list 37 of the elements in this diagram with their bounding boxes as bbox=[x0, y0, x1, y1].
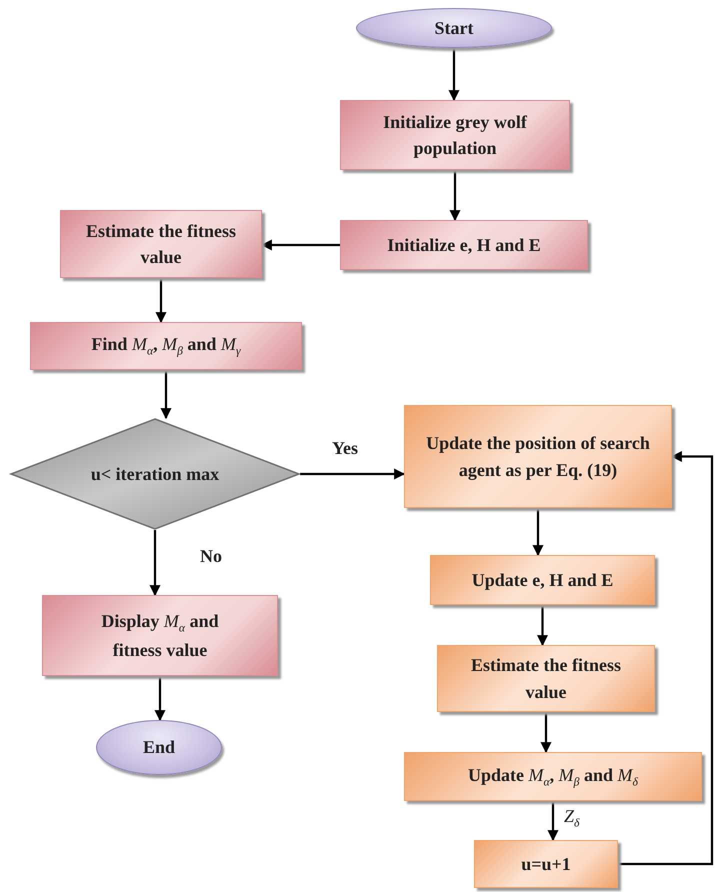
arrow bbox=[540, 712, 552, 754]
node-label: Estimate the fitness value bbox=[470, 654, 622, 704]
arrow bbox=[548, 801, 558, 842]
node-label: Initialize e, H and E bbox=[386, 234, 542, 257]
node-label: Initialize grey wolf population bbox=[382, 110, 528, 160]
process-box bbox=[474, 840, 618, 888]
process-box bbox=[404, 405, 672, 508]
process-box bbox=[42, 595, 278, 676]
arrow bbox=[160, 370, 172, 420]
node-label: Display M$_{α}$ and fitness value bbox=[100, 610, 220, 662]
process-box bbox=[340, 220, 588, 270]
arrow bbox=[450, 170, 460, 222]
process-box bbox=[340, 100, 570, 170]
node-label: Find M$_{α}$, M$_{β}$ and M$_{γ}$ bbox=[90, 333, 242, 360]
arrow bbox=[448, 48, 460, 102]
node-label: Update M$_{α}$, M$_{β}$ and M$_{δ}$ bbox=[467, 764, 639, 790]
process-box bbox=[404, 752, 702, 801]
node-label: Start bbox=[434, 16, 474, 40]
arrow bbox=[618, 451, 714, 866]
process-box bbox=[430, 555, 655, 605]
arrow bbox=[154, 676, 166, 722]
arrow bbox=[260, 240, 340, 250]
process-box bbox=[60, 210, 262, 278]
node-label: u=u+1 bbox=[520, 852, 572, 876]
decision-diamond bbox=[10, 418, 300, 530]
arrow bbox=[300, 468, 406, 480]
arrow bbox=[150, 530, 160, 596]
node-label: Estimate the fitness value bbox=[85, 220, 237, 269]
node-label: Update e, H and E bbox=[470, 568, 614, 592]
arrow bbox=[537, 605, 548, 646]
node-label: u< iteration max bbox=[90, 462, 220, 486]
arrow bbox=[532, 508, 544, 556]
arrow bbox=[156, 278, 166, 324]
node-label: End bbox=[142, 736, 176, 760]
process-box bbox=[30, 322, 302, 370]
process-box bbox=[437, 645, 655, 712]
node-label: Update the position of search agent as per Eq. (19) bbox=[425, 432, 651, 482]
